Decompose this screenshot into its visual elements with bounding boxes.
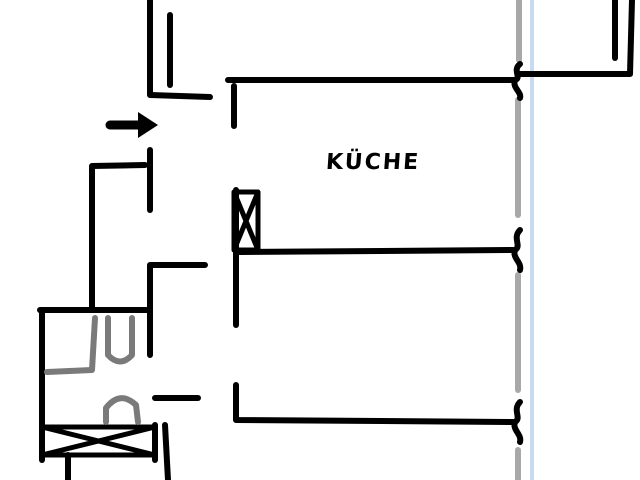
window-strip xyxy=(515,0,534,480)
room-label-kueche: KÜCHE xyxy=(325,150,421,175)
cabinet-cross-box xyxy=(231,189,261,253)
sanitary-fixtures xyxy=(44,315,141,425)
entrance-arrow-icon xyxy=(105,112,158,138)
walls xyxy=(37,0,635,480)
bathtub-cross-box xyxy=(39,424,158,458)
